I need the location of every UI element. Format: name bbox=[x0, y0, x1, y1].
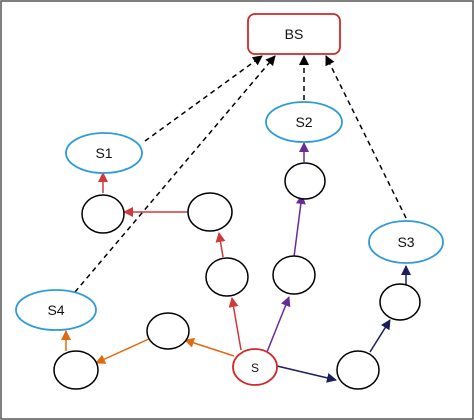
cluster-head-s4-shape bbox=[15, 289, 97, 331]
cluster-head-s3-shape bbox=[368, 220, 444, 264]
base-station-label: BS bbox=[285, 26, 304, 42]
link-s1-to-bs bbox=[144, 55, 263, 142]
navy-link-2 bbox=[369, 319, 391, 353]
cluster-head-s4-label: S4 bbox=[47, 302, 64, 318]
link-s4-to-bs bbox=[74, 55, 276, 293]
cluster-head-s2-label: S2 bbox=[295, 114, 312, 130]
sensor-node bbox=[81, 194, 125, 234]
purple-link-2 bbox=[293, 194, 306, 258]
cluster-head-s1-shape bbox=[65, 132, 143, 174]
source-node-shape bbox=[232, 348, 278, 386]
navy-link-1 bbox=[276, 365, 337, 383]
base-station: BS bbox=[247, 13, 341, 55]
sensor-node bbox=[336, 350, 380, 390]
source-node-label: S bbox=[251, 361, 259, 375]
sensor-node bbox=[205, 257, 249, 297]
cluster-head-s2-shape bbox=[265, 101, 343, 143]
cluster-head-s1-label: S1 bbox=[95, 145, 112, 161]
cluster-head-s3-label: S3 bbox=[397, 234, 414, 250]
orange-link-2 bbox=[95, 337, 152, 364]
cluster-head-s3: S3 bbox=[368, 220, 444, 264]
red-link-2 bbox=[215, 232, 226, 258]
source-node: S bbox=[232, 348, 278, 386]
purple-link-1 bbox=[266, 296, 291, 353]
sensor-node bbox=[187, 192, 233, 232]
orange-link-1 bbox=[184, 338, 235, 357]
sensor-node bbox=[53, 350, 99, 390]
base-station-box bbox=[247, 13, 341, 55]
sensor-node bbox=[284, 162, 326, 200]
sensor-node bbox=[272, 255, 316, 295]
link-s3-to-bs bbox=[325, 55, 407, 219]
sensor-node bbox=[146, 312, 190, 350]
cluster-head-s1: S1 bbox=[65, 132, 143, 174]
cluster-head-s4: S4 bbox=[15, 289, 97, 331]
cluster-head-s2: S2 bbox=[265, 101, 343, 143]
sensor-node bbox=[379, 283, 421, 321]
red-link-1 bbox=[228, 297, 242, 351]
